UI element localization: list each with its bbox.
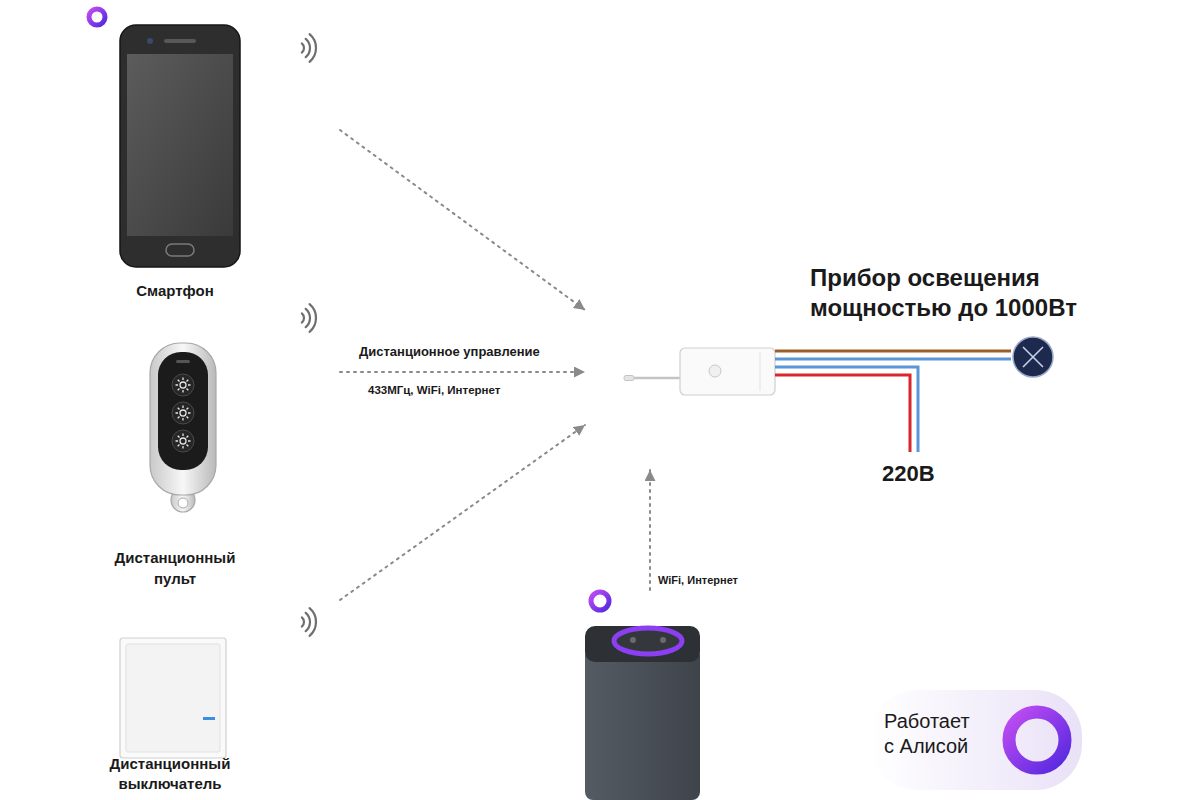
node-text: Дистанционный пульт (100, 547, 250, 589)
lamp-symbol (1011, 335, 1055, 379)
smartphone-device: Смартфон (95, 20, 340, 305)
wifi-arc (306, 613, 310, 631)
edge-label: Дистанционное управление (357, 344, 542, 359)
switch-device: Дистанционный выключатель (95, 595, 340, 798)
wifi-icon (302, 304, 316, 332)
wifi-arc (310, 34, 316, 62)
control-arrow (340, 371, 585, 373)
protocol-label: 433МГц, WiFi, Интернет (366, 384, 502, 396)
smartphone-illustration (120, 25, 240, 267)
control-arrow (340, 425, 585, 600)
control-arrow (649, 470, 651, 590)
phone-home-button (166, 244, 194, 256)
antenna-tip (624, 376, 634, 381)
relay-module (585, 300, 775, 470)
wifi-arc (310, 608, 316, 636)
relay-button (709, 365, 721, 377)
wifi-icon (302, 608, 316, 636)
wifi-arc (302, 617, 304, 626)
label-holder: 220В (880, 461, 937, 487)
fob-mark (176, 360, 190, 363)
edge-label-holder: Дистанционное управление (357, 342, 542, 360)
node-text: Работает с Алисой (884, 709, 984, 759)
sun-icon (176, 434, 191, 449)
alice-badge: Работает с Алисой (872, 692, 1080, 788)
speaker-body (585, 648, 700, 800)
remote-illustration (150, 343, 216, 512)
wifi-arc (302, 313, 304, 322)
fob-button (172, 430, 194, 452)
wifi-arc (306, 39, 310, 57)
phone-camera (147, 38, 153, 44)
relay-seam (760, 352, 761, 391)
phone-screen (127, 54, 233, 236)
sun-icon (176, 378, 191, 393)
control-arrow (340, 130, 585, 310)
phone-body (120, 25, 240, 267)
wifi-icon (302, 34, 316, 62)
fob-button (172, 402, 194, 424)
switch-key (126, 644, 220, 752)
switch-led (203, 717, 215, 720)
live-wire (775, 375, 910, 452)
switch-frame (120, 638, 226, 758)
wifi-arc (306, 309, 310, 327)
speaker-ring (614, 628, 682, 654)
alice-logo (1009, 712, 1065, 768)
fob-face (158, 352, 208, 470)
label-holder: 433МГц, WiFi, Интернет (366, 380, 502, 398)
antenna-wire (632, 377, 680, 380)
alice-icon (591, 592, 609, 610)
lamp-cross (1023, 347, 1043, 367)
edge-label-holder: WiFi, Интернет (656, 570, 740, 588)
speaker-illustration (585, 626, 700, 800)
speaker-button (630, 637, 636, 643)
phone-speaker (164, 39, 196, 43)
remote-device: Дистанционный пульт (95, 325, 340, 593)
neutral-wire (775, 367, 918, 452)
speaker-button (660, 637, 666, 643)
wifi-arc (310, 304, 316, 332)
relay-illustration (624, 348, 775, 395)
node-text: Дистанционный выключатель (95, 754, 245, 794)
light-fixture: Прибор освещения мощностью до 1000Вт (1011, 335, 1055, 379)
fob-body (150, 343, 216, 495)
wifi-arc (302, 43, 304, 52)
lamp-circle (1013, 337, 1053, 377)
edge-label: WiFi, Интернет (656, 574, 740, 586)
relay-box (680, 348, 775, 395)
voltage-label: 220В (880, 461, 937, 487)
smart-speaker (583, 590, 703, 800)
alice-icon (89, 9, 105, 25)
switch-illustration (120, 638, 226, 758)
load-wire (775, 358, 1011, 361)
node-text: Смартфон (100, 281, 250, 301)
sun-icon (176, 406, 191, 421)
speaker-top (585, 626, 700, 662)
load-wire (775, 350, 1011, 353)
fob-button (172, 374, 194, 396)
badge-pill (870, 690, 1082, 790)
node-text: Прибор освещения мощностью до 1000Вт (810, 263, 1130, 323)
fob-hole (178, 498, 188, 508)
